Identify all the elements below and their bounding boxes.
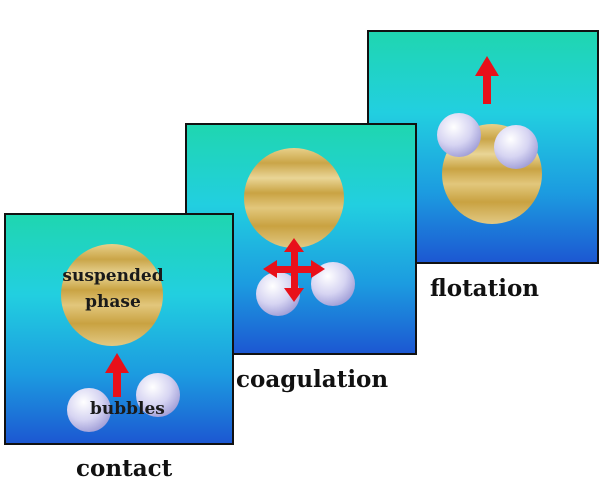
suspended-particle bbox=[61, 244, 163, 346]
suspended-label-line2: phase bbox=[85, 292, 141, 312]
up-arrow-icon bbox=[475, 56, 499, 104]
bubble bbox=[256, 272, 300, 316]
suspended-particle bbox=[244, 148, 344, 248]
contact-panel: suspended phase bubbles bbox=[4, 213, 234, 445]
bubbles-label: bubbles bbox=[90, 399, 165, 419]
four-way-arrow-icon bbox=[263, 238, 325, 302]
bubble bbox=[311, 262, 355, 306]
up-arrow-icon bbox=[105, 353, 129, 397]
contact-caption: contact bbox=[76, 455, 173, 482]
bubble bbox=[437, 113, 481, 157]
bubble bbox=[494, 125, 538, 169]
flotation-caption: flotation bbox=[430, 275, 540, 302]
suspended-label-line1: suspended bbox=[62, 266, 164, 286]
coagulation-caption: coagulation bbox=[236, 366, 389, 393]
bubble bbox=[136, 373, 180, 417]
bubble bbox=[67, 388, 111, 432]
suspended-phase-label: suspended phase bbox=[48, 263, 178, 315]
